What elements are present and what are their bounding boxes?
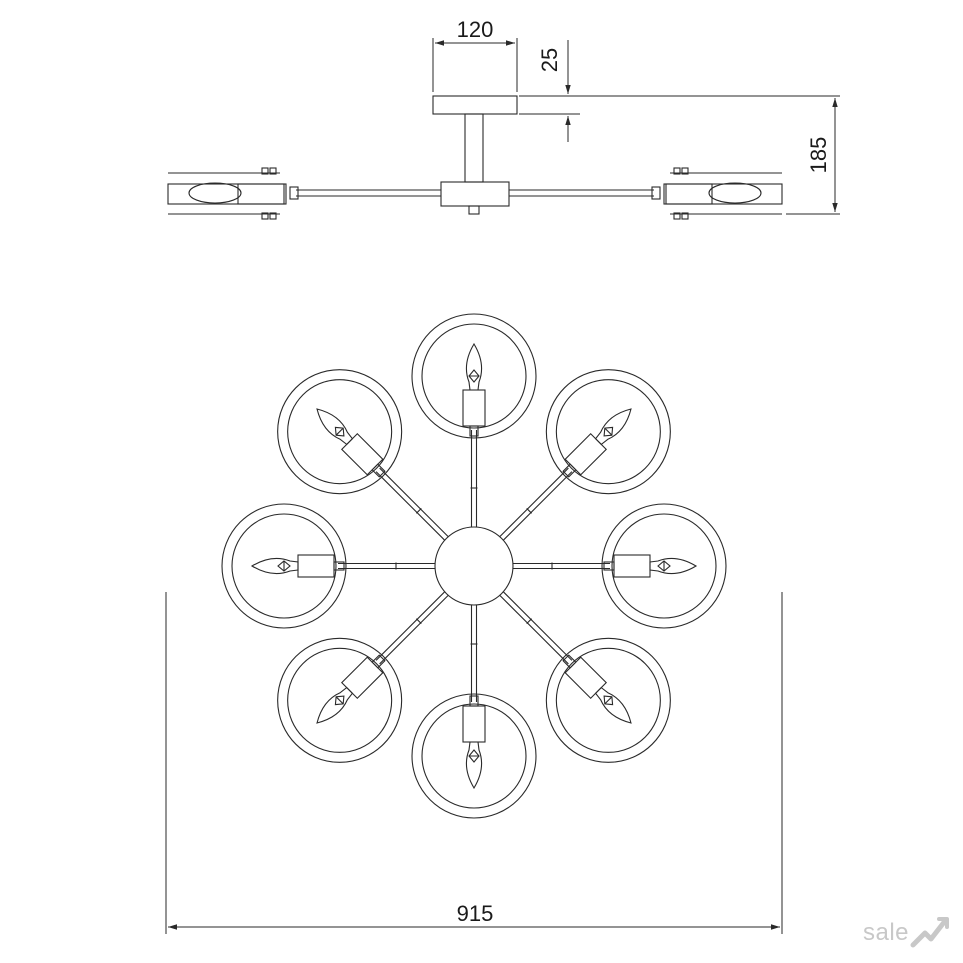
shade-outer <box>277 637 403 763</box>
bulb-holder <box>613 554 651 578</box>
shade-outer <box>277 369 403 495</box>
bulb-filament <box>603 695 614 706</box>
check-arrow-icon <box>910 917 949 948</box>
watermark-text: sale <box>862 919 909 946</box>
center-hub <box>434 526 514 606</box>
arm-joint <box>415 507 422 514</box>
lamp-5 <box>411 605 537 819</box>
bulb-holder <box>462 389 486 427</box>
side-lamp-left <box>167 167 287 220</box>
candle-bulb <box>594 686 632 724</box>
dim-top-width: 120 <box>457 17 494 42</box>
lamp-1 <box>411 313 537 527</box>
shade-outer <box>545 369 671 495</box>
lamp-6 <box>277 591 449 763</box>
dimension-lines <box>165 38 840 934</box>
dim-canopy-height: 25 <box>537 48 562 72</box>
arm-line <box>375 471 446 541</box>
side-hub <box>440 181 510 207</box>
arm-line <box>379 467 449 538</box>
arm-joint <box>526 507 533 514</box>
candle-bulb <box>316 408 354 446</box>
bulb-filament <box>334 695 345 706</box>
side-view <box>167 95 783 220</box>
arm-line <box>375 591 446 661</box>
side-canopy <box>432 95 518 115</box>
candle-bulb <box>250 557 299 575</box>
candle-bulb <box>465 741 483 790</box>
arm-line <box>502 591 573 661</box>
arm-line <box>499 594 569 665</box>
shade-inner <box>555 379 661 485</box>
shade-outer <box>221 503 347 629</box>
shade-inner <box>555 647 661 753</box>
arm-line <box>502 471 573 541</box>
bulb-filament <box>468 369 480 383</box>
shade-inner <box>287 379 393 485</box>
bulb-filament <box>468 749 480 763</box>
shade-outer <box>411 693 537 819</box>
shade-inner <box>287 647 393 753</box>
dim-total-height: 185 <box>806 137 831 174</box>
shade-inner <box>611 513 717 619</box>
side-stem <box>464 113 484 183</box>
lamp-2 <box>499 369 671 541</box>
arm-line <box>499 467 569 538</box>
bulb-holder <box>462 705 486 743</box>
shade-outer <box>411 313 537 439</box>
arm-joint <box>415 618 422 625</box>
lamp-4 <box>499 591 671 763</box>
lamp-7 <box>221 503 435 629</box>
bulb-filament <box>334 426 345 437</box>
bulb-filament <box>603 426 614 437</box>
dim-total-width: 915 <box>457 901 494 926</box>
lamp-8 <box>277 369 449 541</box>
shade-outer <box>601 503 727 629</box>
lamp-3 <box>513 503 727 629</box>
candle-bulb <box>465 342 483 391</box>
shade-inner <box>421 703 527 809</box>
watermark: sale <box>863 915 949 951</box>
side-lamp-right <box>663 167 783 220</box>
shade-inner <box>421 323 527 429</box>
arm-line <box>379 594 449 665</box>
arm-joint <box>526 618 533 625</box>
top-view <box>221 313 727 819</box>
bulb-filament <box>277 560 291 572</box>
candle-bulb <box>649 557 698 575</box>
candle-bulb <box>594 408 632 446</box>
bulb-filament <box>657 560 671 572</box>
candle-bulb <box>316 686 354 724</box>
bulb-holder <box>297 554 335 578</box>
shade-outer <box>545 637 671 763</box>
shade-inner <box>231 513 337 619</box>
